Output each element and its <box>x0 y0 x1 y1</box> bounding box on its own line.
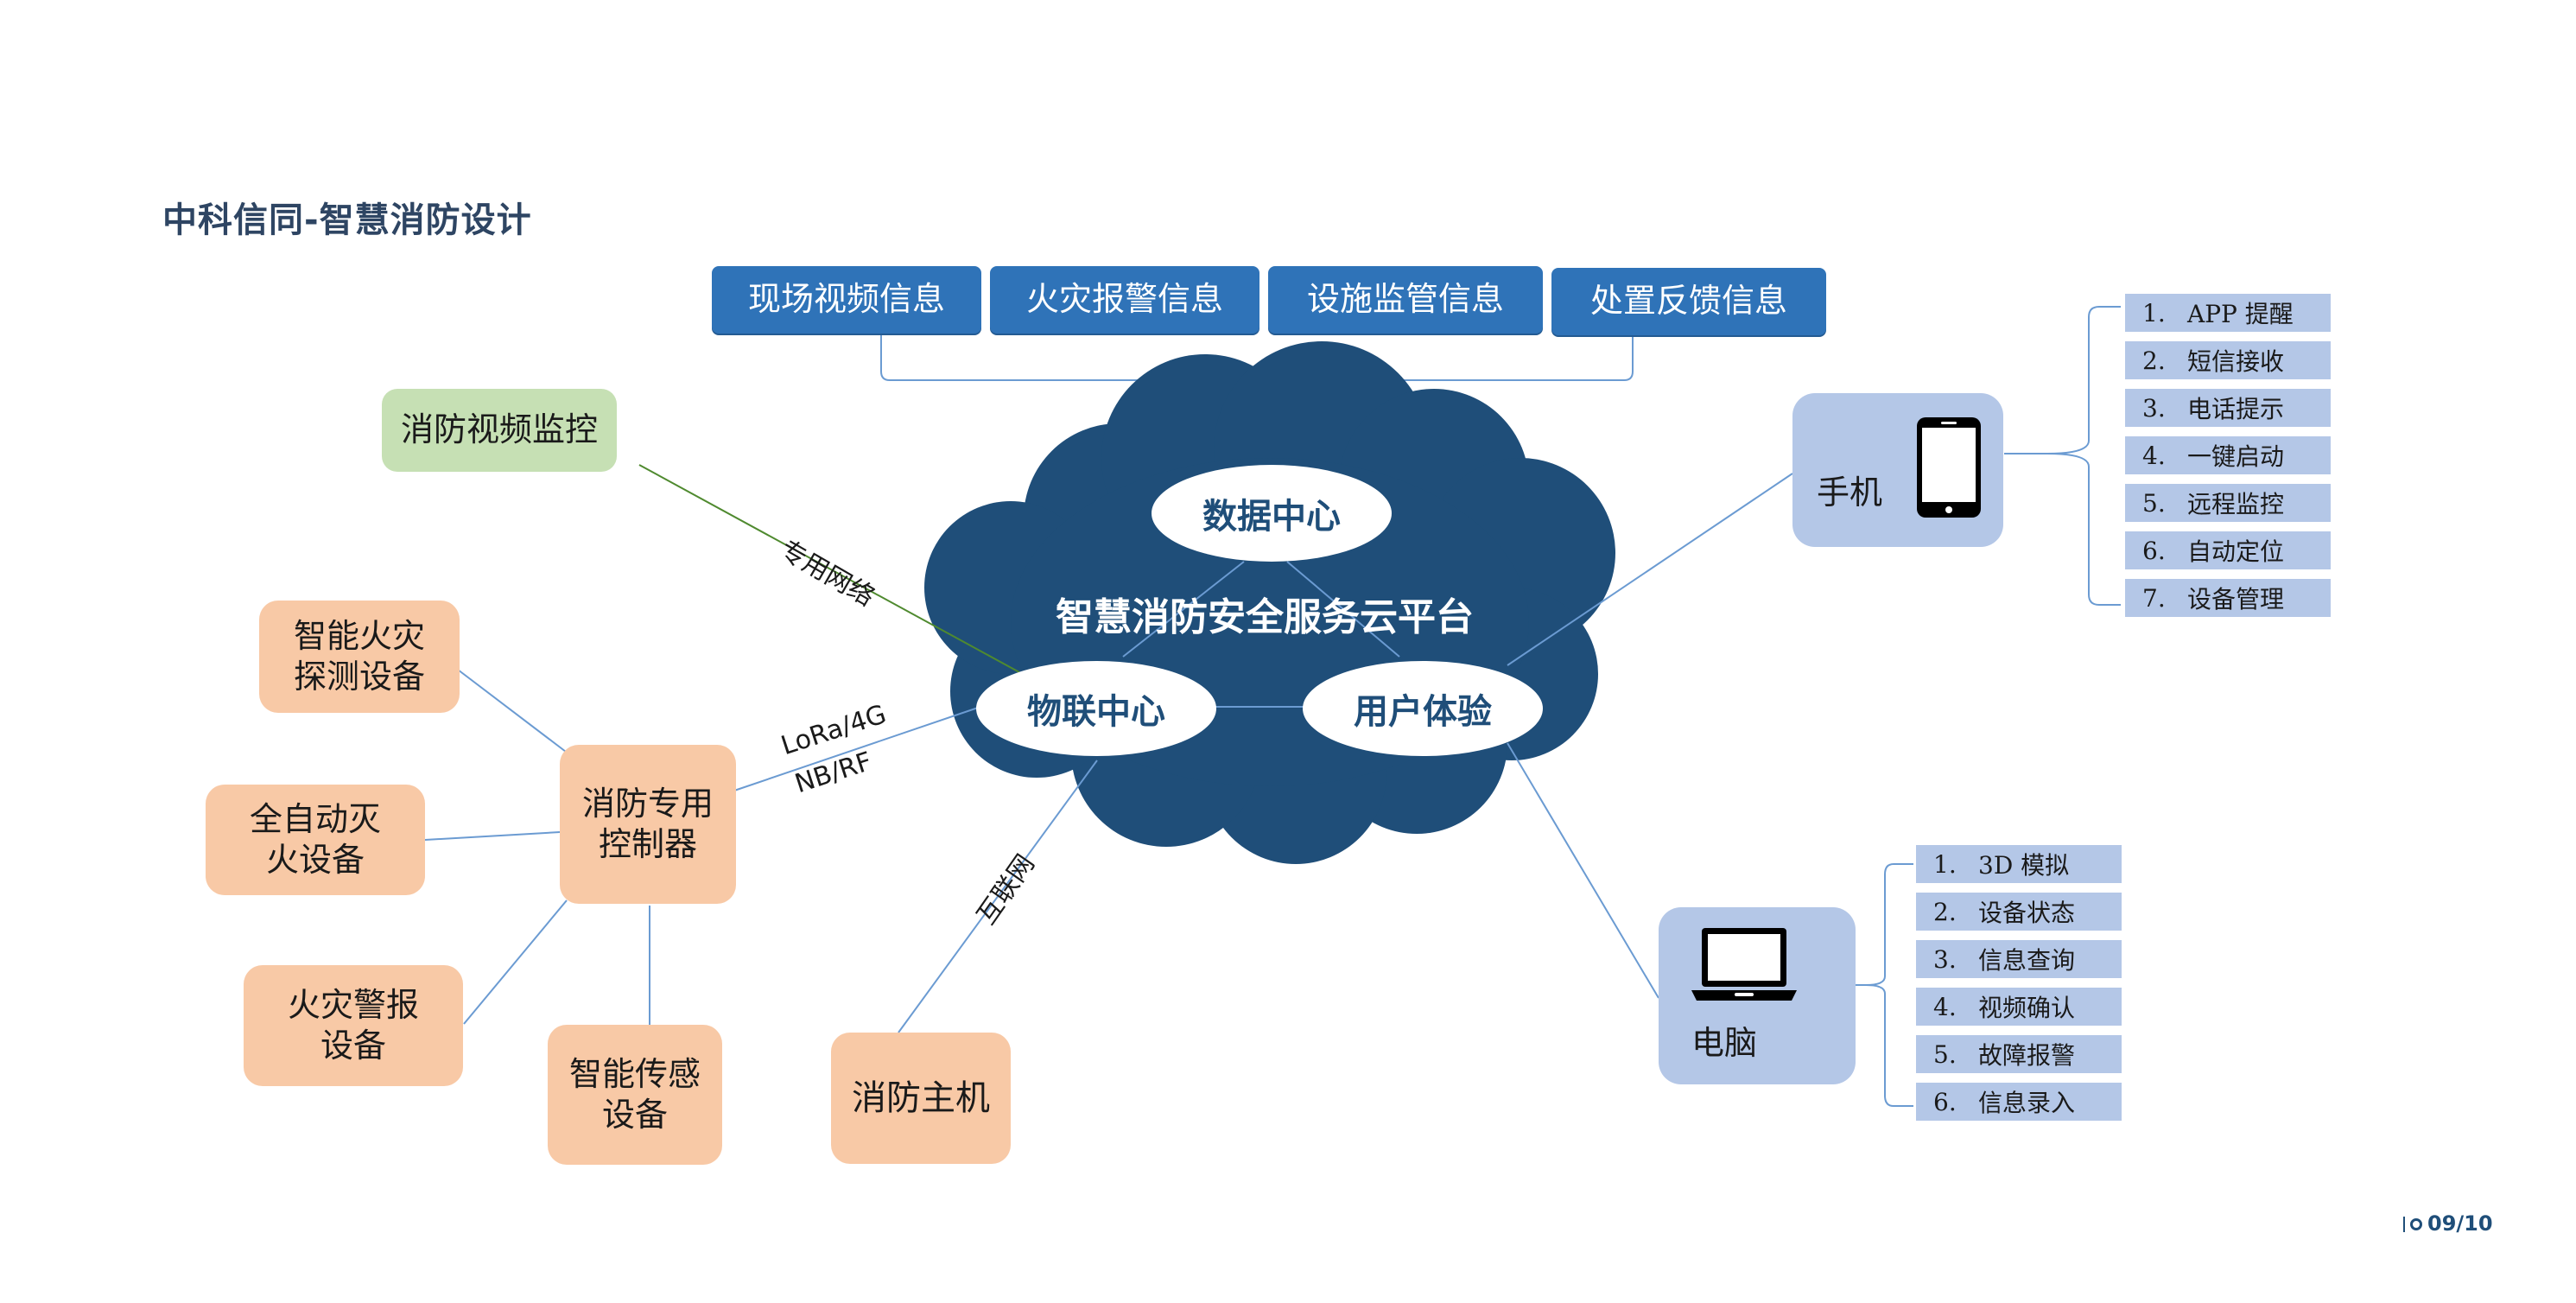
computer-feature-num: 3. <box>1933 944 1957 974</box>
link-host-iot <box>898 760 1098 1033</box>
alarm-label: 火灾警报设备 <box>287 985 419 1065</box>
phone-feature-item: 6. 自动定位 <box>2125 531 2331 569</box>
info-box-facility: 设施监管信息 <box>1268 266 1543 334</box>
computer-list-brace <box>1865 863 1913 1107</box>
phone-feature-text: 自动定位 <box>2187 537 2285 566</box>
phone-feature-item: 3. 电话提示 <box>2125 389 2331 427</box>
page-number-text: 09/10 <box>2427 1211 2493 1236</box>
phone-feature-num: 4. <box>2142 441 2166 470</box>
computer-feature-num: 2. <box>1933 897 1957 926</box>
extinguisher-label: 全自动灭火设备 <box>249 799 381 880</box>
data-center-node: 数据中心 <box>1152 465 1392 562</box>
computer-feature-item: 5. 故障报警 <box>1916 1035 2122 1073</box>
phone-feature-num: 7. <box>2142 583 2166 613</box>
link-extinguisher <box>424 831 561 841</box>
link-detector <box>457 669 567 753</box>
link-controller-iot <box>733 706 981 791</box>
computer-label: 电脑 <box>1691 1024 1758 1062</box>
phone-list-brace <box>2046 306 2121 606</box>
link-computer <box>1507 742 1659 999</box>
computer-feature-item: 3. 信息查询 <box>1916 940 2122 978</box>
user-experience-node: 用户体验 <box>1303 661 1543 756</box>
controller-label: 消防专用控制器 <box>581 784 714 864</box>
link-data-user <box>1286 561 1400 658</box>
phone-feature-text: APP 提醒 <box>2187 300 2294 328</box>
phone-feature-text: 一键启动 <box>2187 442 2285 471</box>
smartphone-icon <box>1917 417 1981 518</box>
computer-feature-item: 4. 视频确认 <box>1916 988 2122 1026</box>
page-title: 中科信同-智慧消防设计 <box>162 200 532 240</box>
page-number: 09/10 <box>2403 1211 2493 1236</box>
sensor-label: 智能传感设备 <box>568 1054 701 1135</box>
phone-device-box: 手机 <box>1792 393 2003 547</box>
computer-feature-text: 设备状态 <box>1978 899 2076 927</box>
phone-feature-item: 7. 设备管理 <box>2125 579 2331 617</box>
fire-detector-label: 智能火灾探测设备 <box>293 616 425 696</box>
phone-feature-text: 短信接收 <box>2187 347 2285 376</box>
fire-detector-box: 智能火灾探测设备 <box>259 601 460 713</box>
iot-center-node: 物联中心 <box>976 661 1216 756</box>
phone-feature-text: 远程监控 <box>2187 490 2285 518</box>
phone-feature-num: 3. <box>2142 393 2166 423</box>
computer-device-box: 电脑 <box>1659 907 1856 1084</box>
computer-feature-item: 1. 3D 模拟 <box>1916 845 2122 883</box>
computer-feature-text: 信息查询 <box>1978 946 2076 975</box>
phone-feature-text: 设备管理 <box>2187 585 2285 613</box>
cloud-platform-title: 智慧消防安全服务云平台 <box>1056 595 1474 639</box>
fire-host-box: 消防主机 <box>831 1033 1011 1164</box>
info-box-video: 现场视频信息 <box>712 266 981 334</box>
computer-feature-text: 3D 模拟 <box>1978 851 2070 880</box>
video-monitor-box: 消防视频监控 <box>382 389 617 472</box>
phone-feature-item: 1. APP 提醒 <box>2125 294 2331 332</box>
info-box-feedback: 处置反馈信息 <box>1551 268 1826 335</box>
sensor-box: 智能传感设备 <box>548 1025 722 1165</box>
info-box-fire-alarm: 火灾报警信息 <box>990 266 1259 334</box>
computer-feature-num: 1. <box>1933 849 1957 879</box>
page-number-dot-icon <box>2410 1218 2422 1230</box>
link-data-iot <box>1122 561 1245 658</box>
link-phone <box>1507 473 1793 666</box>
computer-feature-text: 视频确认 <box>1978 994 2076 1022</box>
computer-feature-num: 4. <box>1933 992 1957 1021</box>
alarm-box: 火灾警报设备 <box>244 965 463 1086</box>
phone-feature-item: 5. 远程监控 <box>2125 484 2331 522</box>
phone-feature-text: 电话提示 <box>2187 395 2285 423</box>
extinguisher-box: 全自动灭火设备 <box>206 785 425 895</box>
phone-label: 手机 <box>1817 474 1883 512</box>
link-video-monitor <box>638 464 1020 673</box>
controller-box: 消防专用控制器 <box>560 745 736 904</box>
phone-feature-num: 2. <box>2142 346 2166 375</box>
computer-feature-num: 6. <box>1933 1087 1957 1116</box>
computer-feature-text: 故障报警 <box>1978 1041 2076 1070</box>
phone-feature-item: 2. 短信接收 <box>2125 341 2331 379</box>
phone-feature-num: 1. <box>2142 298 2166 327</box>
laptop-icon <box>1691 928 1797 1001</box>
computer-feature-item: 2. 设备状态 <box>1916 893 2122 931</box>
computer-feature-text: 信息录入 <box>1978 1089 2076 1117</box>
page-number-divider <box>2403 1217 2405 1232</box>
link-alarm <box>463 899 568 1025</box>
computer-feature-item: 6. 信息录入 <box>1916 1083 2122 1121</box>
phone-feature-num: 5. <box>2142 488 2166 518</box>
phone-feature-item: 4. 一键启动 <box>2125 436 2331 474</box>
phone-feature-num: 6. <box>2142 536 2166 565</box>
computer-feature-num: 5. <box>1933 1039 1957 1069</box>
